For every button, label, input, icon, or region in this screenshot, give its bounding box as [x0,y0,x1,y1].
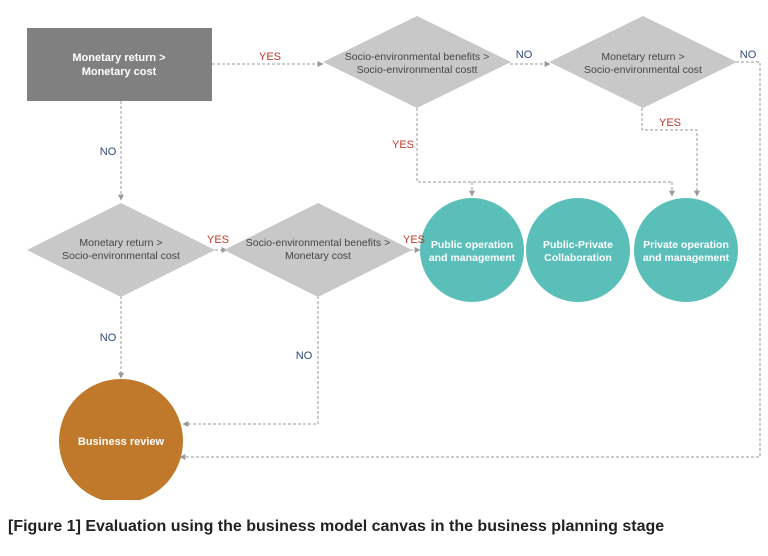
label-d4-yes: YES [403,234,425,246]
flowchart: Monetary return > Monetary cost Socio-en… [27,16,761,500]
outcome-ppp-circle [526,198,630,302]
figure-caption: [Figure 1] Evaluation using the business… [8,518,665,535]
decision-1-line2: Socio-environmental costt [357,64,478,76]
label-d3-no: NO [100,332,117,344]
label-d4-no: NO [296,350,313,362]
label-start-no: NO [100,146,117,158]
start-box [27,28,212,101]
label-d2-yes: YES [659,117,681,129]
decision-1-line1: Socio-environmental benefits > [345,51,489,63]
decision-4-line2: Monetary cost [285,250,351,262]
outcome-public-circle [420,198,524,302]
decision-3-line1: Monetary return > [79,237,162,249]
business-review-circle [59,379,183,500]
label-start-yes: YES [259,51,281,63]
label-d2-no: NO [740,49,757,61]
decision-diamond-2 [549,16,737,108]
decision-3-line2: Socio-environmental cost [62,250,180,262]
decision-4-line1: Socio-environmental benefits > [246,237,390,249]
edge-d2-yes [641,108,700,197]
outcome-private-line1: Private operation [643,239,729,251]
outcome-public-line1: Public operation [431,239,513,251]
label-d3-yes: YES [207,234,229,246]
start-box-line2: Monetary cost [82,66,157,78]
decision-diamond-1 [323,16,511,108]
edge-d1-yes [416,108,672,183]
decision-2-line2: Socio-environmental cost [584,64,702,76]
outcome-private-circle [634,198,738,302]
start-box-line1: Monetary return > [72,52,165,64]
edge-d2-no [179,61,761,460]
label-d1-no: NO [516,49,533,61]
outcome-public-line2: and management [429,252,516,264]
outcome-ppp-line1: Public-Private [543,239,613,251]
outcome-ppp-line2: Collaboration [544,252,612,264]
decision-diamond-4 [224,203,412,297]
decision-diamond-3 [27,203,215,297]
decision-2-line1: Monetary return > [601,51,684,63]
outcome-private-line2: and management [643,252,730,264]
edge-d4-no [182,296,319,427]
connectors [118,61,761,460]
business-review-label: Business review [78,436,165,448]
label-d1-yes: YES [392,139,414,151]
